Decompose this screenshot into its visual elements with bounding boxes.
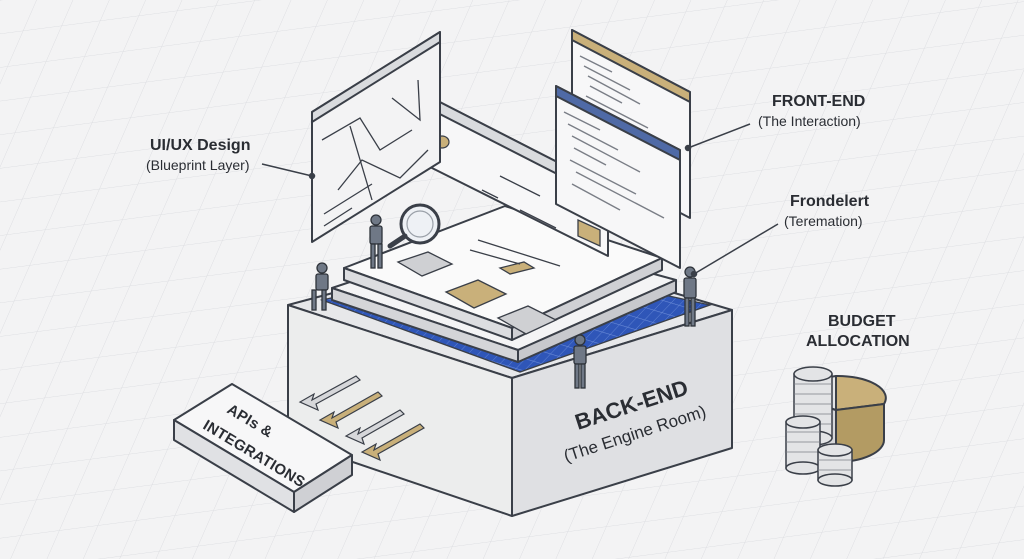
budget-title-line2: ALLOCATION: [806, 333, 910, 350]
uiux-subtitle: (Blueprint Layer): [146, 157, 250, 173]
frontend-subtitle: (The Interaction): [758, 113, 861, 129]
frondelert-subtitle: (Teremation): [784, 213, 863, 229]
budget-title-line1: BUDGET: [828, 313, 896, 330]
frontend-title: FRONT-END: [772, 93, 865, 110]
coin-stack-icon-3: [818, 444, 852, 486]
coin-stack-icon-2: [786, 416, 820, 474]
uiux-title: UI/UX Design: [150, 137, 250, 154]
frondelert-title: Frondelert: [790, 193, 870, 210]
